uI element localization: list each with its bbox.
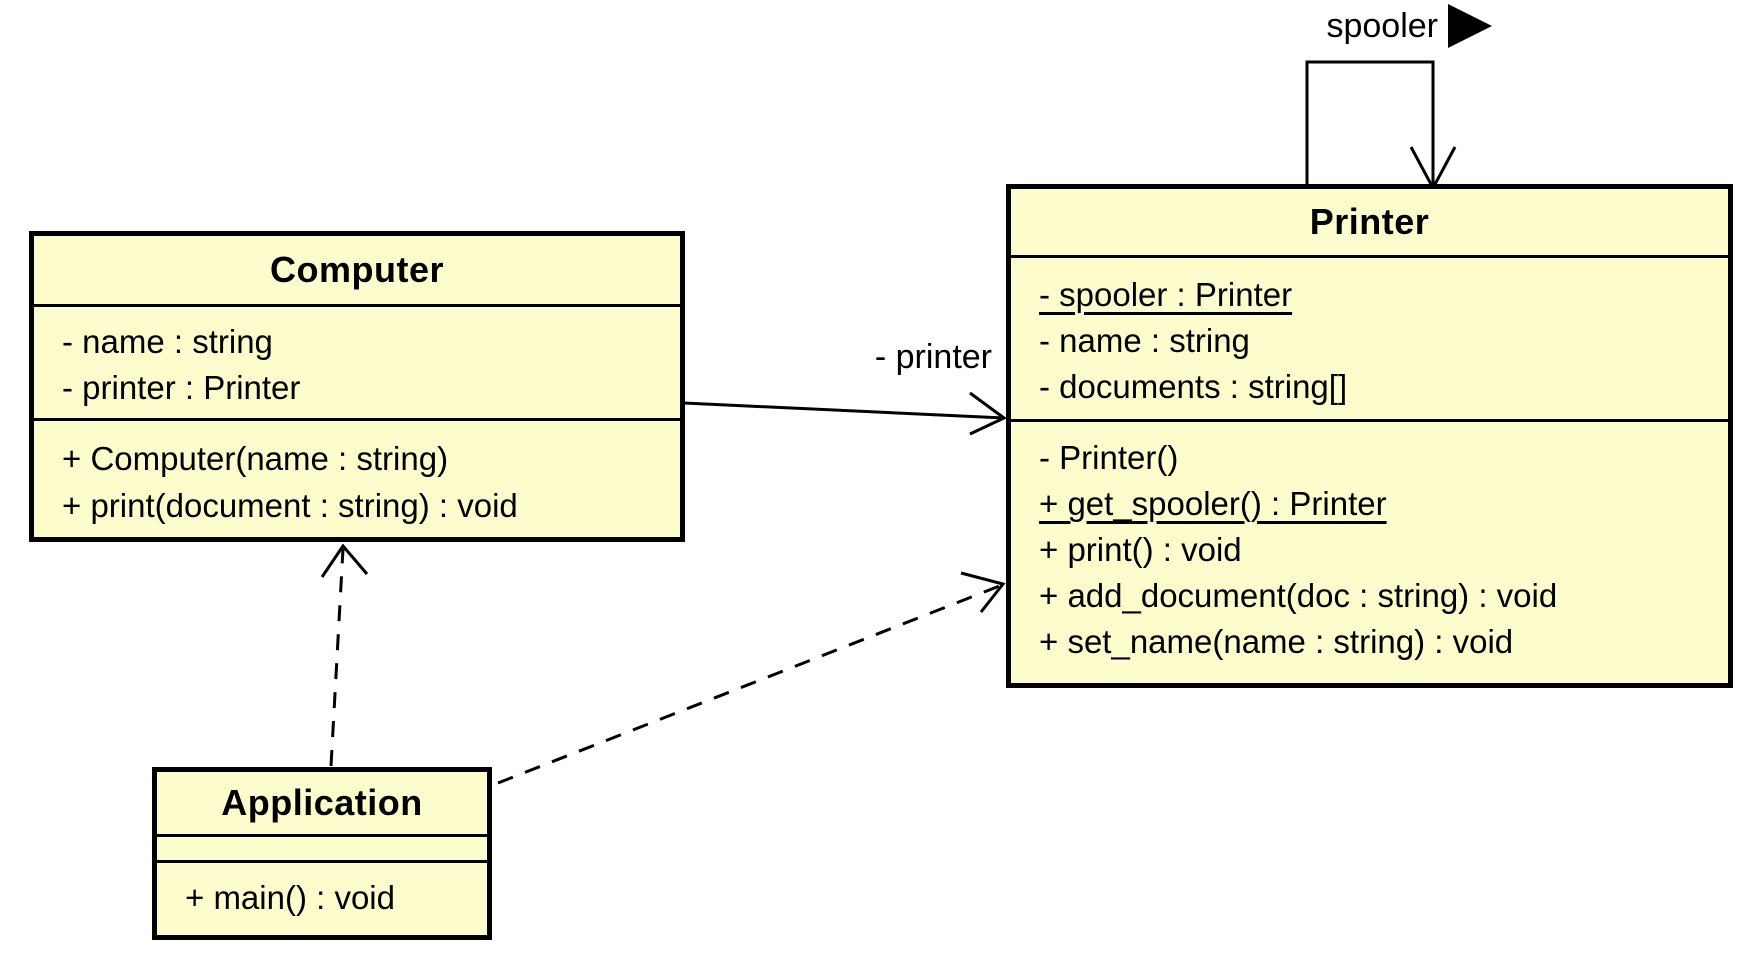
self-association-label-group: spooler <box>1200 2 1492 50</box>
attribute-row: - name : string <box>62 323 273 360</box>
attribute-row: - name : string <box>1039 322 1250 359</box>
dependency-application-printer-arrowhead-icon <box>960 571 1006 613</box>
class-box-application: Application + main() : void <box>152 767 492 940</box>
class-attributes-printer: - spooler : Printer - name : string - do… <box>1011 258 1728 422</box>
method-row: + print() : void <box>1039 531 1242 568</box>
attribute-row-static: - spooler : Printer <box>1039 276 1293 313</box>
method-row: + print(document : string) : void <box>62 487 518 524</box>
class-box-printer: Printer - spooler : Printer - name : str… <box>1006 184 1733 688</box>
association-open-arrowhead-icon <box>969 391 1007 436</box>
dependency-application-computer-line <box>329 548 345 767</box>
direction-right-triangle-icon <box>1448 4 1492 48</box>
association-computer-printer-line <box>683 401 1005 420</box>
association-role-label: - printer <box>874 338 992 376</box>
class-attributes-computer: - name : string - printer : Printer <box>34 307 680 421</box>
method-row-static: + get_spooler() : Printer <box>1039 485 1387 522</box>
dependency-application-computer-arrowhead-icon <box>320 543 369 578</box>
class-title-printer: Printer <box>1011 189 1728 258</box>
self-association-role-label: spooler <box>1326 6 1438 45</box>
method-row: - Printer() <box>1039 439 1179 476</box>
class-title-computer: Computer <box>34 236 680 307</box>
class-methods-printer: - Printer() + get_spooler() : Printer + … <box>1011 422 1728 665</box>
method-row: + add_document(doc : string) : void <box>1039 577 1558 614</box>
dependency-application-printer-line <box>497 583 1003 785</box>
class-methods-application: + main() : void <box>157 863 487 921</box>
method-row: + Computer(name : string) <box>62 440 449 477</box>
method-row: + set_name(name : string) : void <box>1039 623 1514 660</box>
method-row: + main() : void <box>185 879 395 916</box>
class-box-computer: Computer - name : string - printer : Pri… <box>29 231 685 542</box>
class-attributes-application <box>157 837 487 863</box>
attribute-row: - printer : Printer <box>62 369 301 406</box>
attribute-row: - documents : string[] <box>1039 368 1348 405</box>
self-association-printer-loop <box>1305 60 1435 190</box>
class-title-application: Application <box>157 772 487 837</box>
class-methods-computer: + Computer(name : string) + print(docume… <box>34 421 680 529</box>
